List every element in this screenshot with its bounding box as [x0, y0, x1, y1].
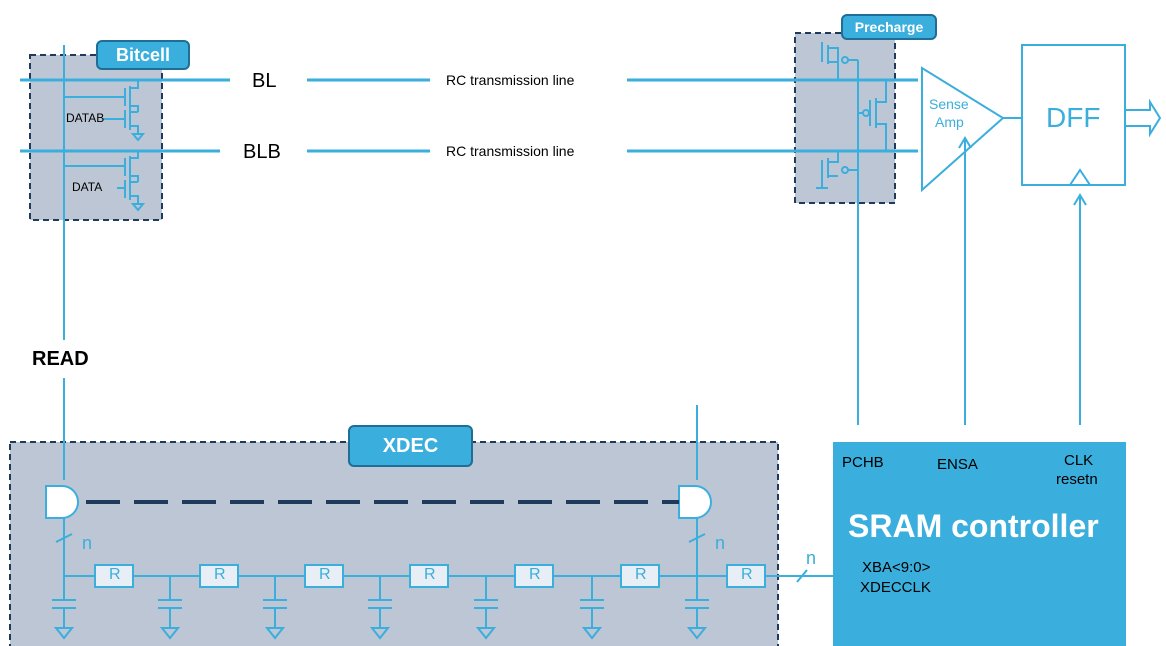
ensa-label: ENSA — [937, 456, 978, 473]
resistor-label: R — [635, 566, 647, 583]
datab-label: DATAB — [66, 111, 105, 125]
bitcell-tag: Bitcell — [96, 40, 190, 70]
xba-label: XBA<9:0> — [862, 559, 931, 576]
resistor-label: R — [529, 566, 541, 583]
sram-controller-block — [833, 442, 1126, 646]
and-gate-right — [678, 485, 712, 519]
bus-width-left: n — [82, 533, 93, 553]
blb-label: BLB — [243, 141, 281, 163]
xdec-tag: XDEC — [348, 425, 473, 467]
resistor-label: R — [424, 566, 436, 583]
sense-amp-label-2: Amp — [935, 114, 964, 130]
resetn-label: resetn — [1056, 471, 1098, 488]
precharge-block — [794, 32, 896, 204]
sram-controller-title: SRAM controller — [848, 508, 1099, 544]
resistor-label: R — [214, 566, 226, 583]
capacitor-4 — [368, 599, 392, 640]
dff-box — [1021, 44, 1126, 186]
sense-amp-symbol — [921, 66, 1005, 193]
bus-width-right: n — [715, 533, 726, 553]
sense-amp-label-1: Sense — [929, 96, 969, 112]
resistor-label: R — [319, 566, 331, 583]
resistor-4 — [409, 564, 449, 588]
precharge-tag: Precharge — [841, 14, 937, 40]
resistor-2 — [199, 564, 239, 588]
capacitor-7 — [685, 599, 709, 640]
rc-line-label-2: RC transmission line — [446, 143, 575, 159]
capacitor-1 — [52, 599, 76, 640]
capacitor-5 — [474, 599, 498, 640]
resistor-label: R — [109, 566, 121, 583]
clk-label: CLK — [1064, 452, 1094, 469]
data-label: DATA — [72, 180, 103, 194]
capacitor-3 — [263, 599, 287, 640]
xdec-block — [9, 441, 779, 646]
and-gate-left — [45, 485, 79, 519]
resistor-6 — [620, 564, 660, 588]
read-label: READ — [32, 348, 89, 370]
bl-label: BL — [252, 70, 277, 92]
rc-line-label-1: RC transmission line — [446, 72, 575, 88]
pchb-label: PCHB — [842, 454, 884, 471]
resistor-3 — [304, 564, 344, 588]
dff-label: DFF — [1046, 102, 1101, 133]
dff-output-arrow — [1124, 98, 1162, 138]
resistor-label: R — [741, 566, 753, 583]
resistor-7 — [726, 564, 766, 588]
capacitor-6 — [580, 599, 604, 640]
xdecclk-label: XDECCLK — [860, 579, 931, 596]
bus-width-controller: n — [806, 548, 817, 568]
resistor-1 — [94, 564, 134, 588]
resistor-5 — [514, 564, 554, 588]
capacitor-2 — [158, 599, 182, 640]
